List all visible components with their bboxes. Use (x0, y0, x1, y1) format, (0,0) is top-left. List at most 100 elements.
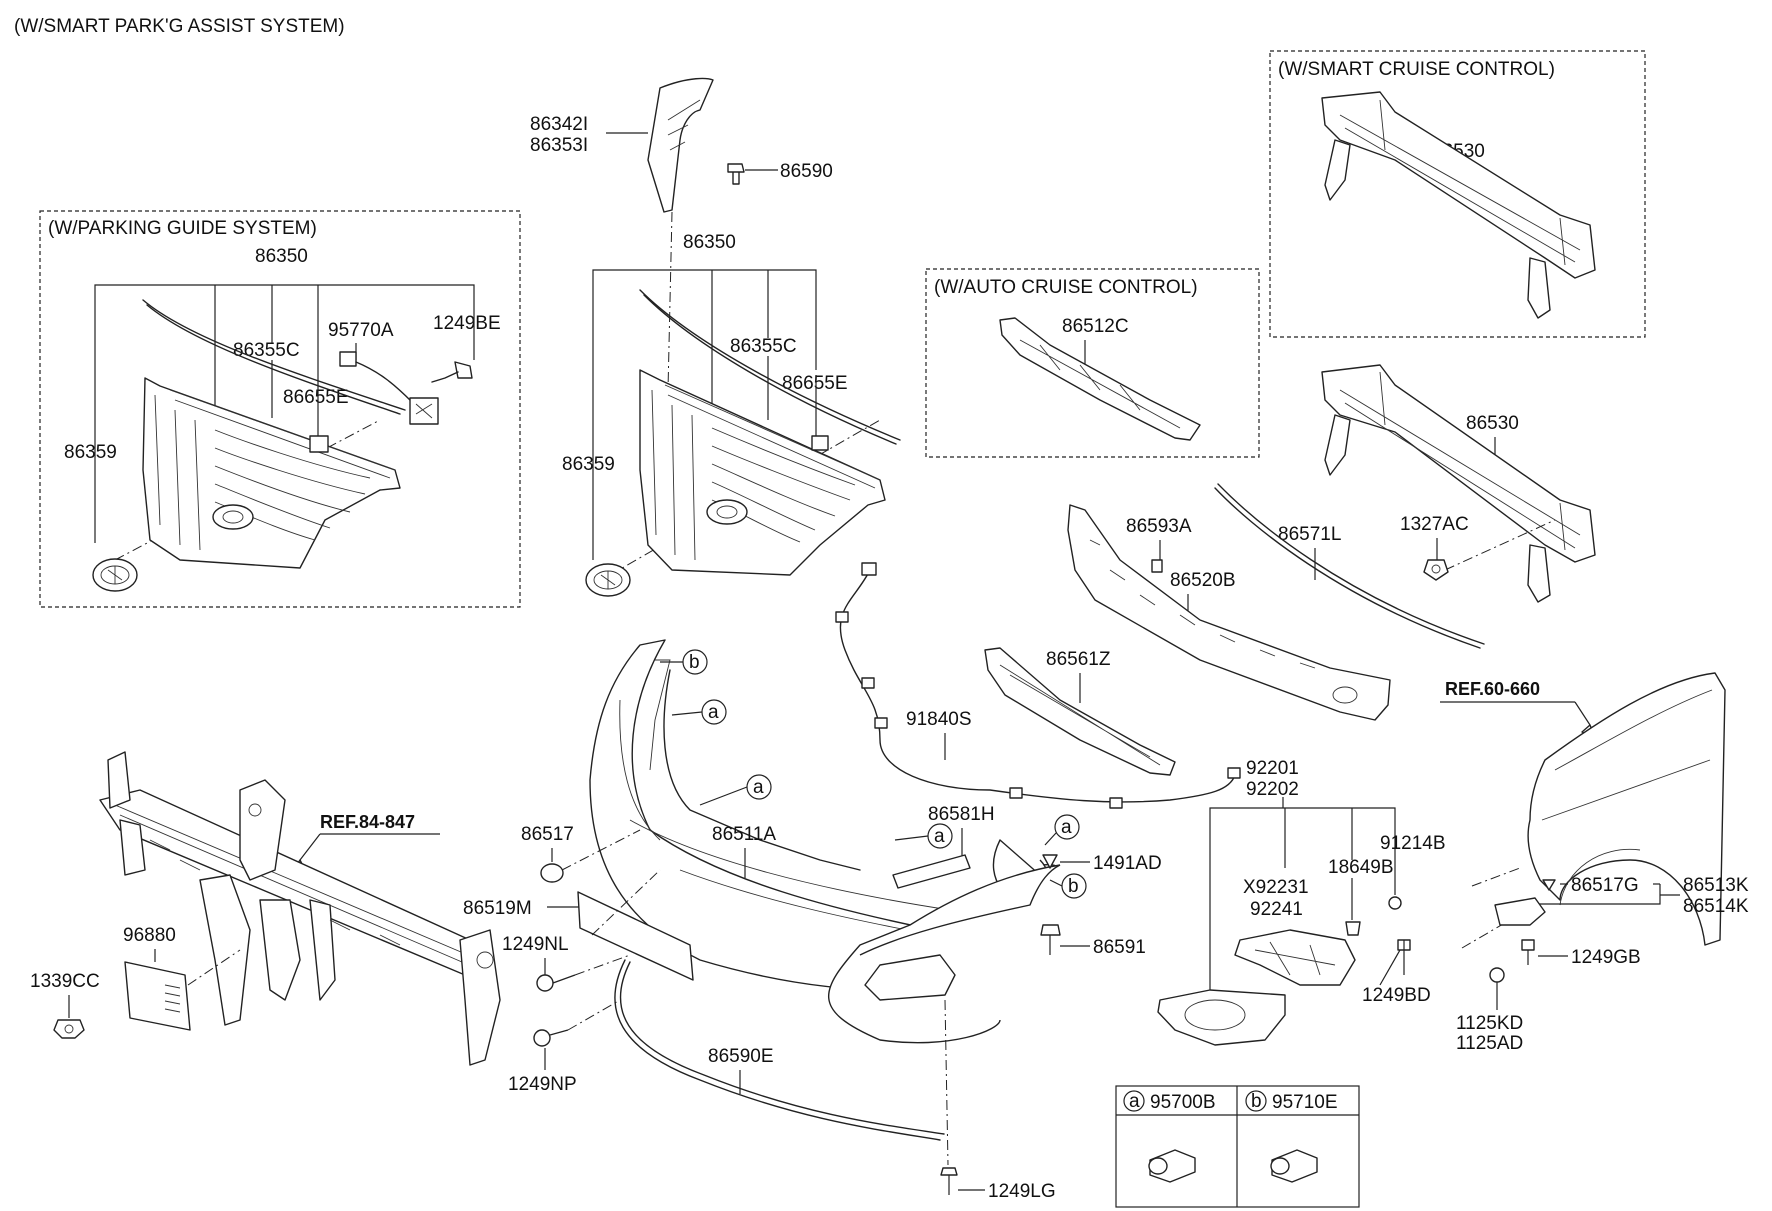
cowl-crossbar-drawing (99, 751, 501, 1066)
label-91840s[interactable]: 91840S (906, 709, 972, 730)
label-86350-pg[interactable]: 86350 (255, 246, 308, 267)
label-1249be-pg[interactable]: 1249BE (433, 313, 501, 334)
fender-drawing (1527, 672, 1726, 946)
label-86511a[interactable]: 86511A (712, 824, 776, 845)
parking-guide-box (39, 210, 521, 608)
label-92241[interactable]: 92241 (1250, 899, 1303, 920)
label-86655e-main[interactable]: 86655E (782, 373, 848, 394)
cap-86517 (540, 863, 564, 883)
auto-cruise-box (925, 268, 1260, 458)
title-auto-cruise: (W/AUTO CRUISE CONTROL) (934, 277, 1198, 298)
leader-86350-main (592, 269, 817, 560)
label-86593a[interactable]: 86593A (1126, 516, 1192, 537)
label-1327ac[interactable]: 1327AC (1400, 514, 1469, 535)
clip-86593a (1151, 559, 1163, 573)
label-86519m[interactable]: 86519M (463, 898, 532, 919)
sensor-95710e-drawing (1270, 1149, 1318, 1183)
label-86655e-pg[interactable]: 86655E (283, 387, 349, 408)
label-86571l[interactable]: 86571L (1278, 524, 1341, 545)
label-86512c[interactable]: 86512C (1062, 316, 1129, 337)
label-86530[interactable]: 86530 (1466, 413, 1519, 434)
ref-84-847[interactable]: REF.84-847 (320, 812, 415, 832)
marker-a-far: a (1044, 814, 1080, 846)
label-86581h[interactable]: 86581H (928, 804, 995, 825)
wiring-91840s-group: 91840S (835, 562, 1241, 809)
legend-part-95710e[interactable]: 95710E (1272, 1092, 1338, 1113)
label-86590e[interactable]: 86590E (708, 1046, 774, 1067)
label-86514k[interactable]: 86514K (1683, 896, 1749, 917)
grille-drawing-main (639, 289, 901, 576)
fog-lamp-group: 92201 92202 91214B 18649B X92231 92241 1… (1157, 758, 1446, 1046)
label-96880[interactable]: 96880 (123, 925, 176, 946)
label-95770a-pg[interactable]: 95770A (328, 320, 394, 341)
svg-text:b: b (1068, 876, 1079, 897)
sensor-95700b-drawing (1148, 1149, 1196, 1183)
legend-part-95700b[interactable]: 95700B (1150, 1092, 1216, 1113)
label-86342i[interactable]: 86342I (530, 114, 588, 135)
bracket-86581h (892, 854, 971, 889)
label-92201[interactable]: 92201 (1246, 758, 1299, 779)
leader-92201 (1209, 807, 1396, 990)
label-1339cc[interactable]: 1339CC (30, 971, 100, 992)
label-86517g[interactable]: 86517G (1571, 875, 1639, 896)
label-86350-main[interactable]: 86350 (683, 232, 736, 253)
label-86353i[interactable]: 86353I (530, 135, 588, 156)
label-86590[interactable]: 86590 (780, 161, 833, 182)
label-1491ad[interactable]: 1491AD (1093, 853, 1162, 874)
lower-grille-86561z-drawing (984, 647, 1176, 776)
label-86561z[interactable]: 86561Z (1046, 649, 1111, 670)
label-1125kd[interactable]: 1125KD (1456, 1013, 1523, 1034)
emblem-pg (92, 558, 138, 592)
screw-1125kd (1489, 967, 1505, 1000)
ref-60-660[interactable]: REF.60-660 (1445, 679, 1540, 699)
label-1249lg[interactable]: 1249LG (988, 1181, 1056, 1202)
leader-86350-pg (94, 284, 475, 543)
marker-a-mid: a (699, 774, 772, 806)
bulb-18649b (1345, 921, 1361, 936)
label-1125ad[interactable]: 1125AD (1456, 1033, 1523, 1054)
clip-86655e-pg (309, 435, 329, 453)
trim-86342i-drawing (647, 77, 714, 213)
svg-text:a: a (1061, 817, 1072, 838)
label-18649b[interactable]: 18649B (1328, 857, 1394, 878)
wiring-91840s-drawing (839, 569, 1236, 803)
label-86355c-main[interactable]: 86355C (730, 336, 797, 357)
main-grille-group: 86350 86355C 86655E 86359 (562, 232, 901, 597)
cowl-crossbar-group: REF.84-847 96880 1339CC (30, 751, 501, 1066)
label-x92231[interactable]: X92231 (1243, 877, 1309, 898)
label-1249np[interactable]: 1249NP (508, 1074, 577, 1095)
marker-b-top: b (660, 649, 708, 675)
label-86520b[interactable]: 86520B (1170, 570, 1236, 591)
label-91214b[interactable]: 91214B (1380, 833, 1446, 854)
screw-1249lg (940, 1167, 958, 1195)
svg-text:a: a (708, 702, 719, 723)
beam-86530-group: 86530 1327AC (1321, 364, 1596, 603)
nut-1327ac (1423, 559, 1449, 581)
emblem-main (585, 563, 631, 597)
label-86359-main[interactable]: 86359 (562, 454, 615, 475)
svg-text:a: a (1129, 1091, 1140, 1112)
label-86359-pg[interactable]: 86359 (64, 442, 117, 463)
clip-86590 (727, 163, 745, 185)
title-smart-cruise: (W/SMART CRUISE CONTROL) (1278, 59, 1555, 80)
screw-1249gb (1521, 939, 1535, 965)
smart-cruise-box (1269, 50, 1646, 338)
label-1249nl[interactable]: 1249NL (502, 934, 569, 955)
label-1249bd[interactable]: 1249BD (1362, 985, 1431, 1006)
label-86591[interactable]: 86591 (1093, 937, 1146, 958)
label-92202[interactable]: 92202 (1246, 779, 1299, 800)
absorber-86520b-drawing (1067, 504, 1391, 721)
svg-text:b: b (1251, 1091, 1262, 1112)
legend-marker-b (1245, 1090, 1267, 1112)
nut-1339cc (53, 1019, 85, 1039)
module-96880 (124, 961, 191, 1031)
title-parking-guide: (W/PARKING GUIDE SYSTEM) (48, 218, 317, 239)
bracket-86513k (1494, 897, 1546, 926)
bracket-86519m-drawing (577, 891, 694, 981)
screw-1249bd (1379, 939, 1411, 986)
label-86513k[interactable]: 86513K (1683, 875, 1749, 896)
strip-86571l-drawing (1214, 487, 1481, 649)
label-86517[interactable]: 86517 (521, 824, 574, 845)
label-1249gb[interactable]: 1249GB (1571, 947, 1641, 968)
